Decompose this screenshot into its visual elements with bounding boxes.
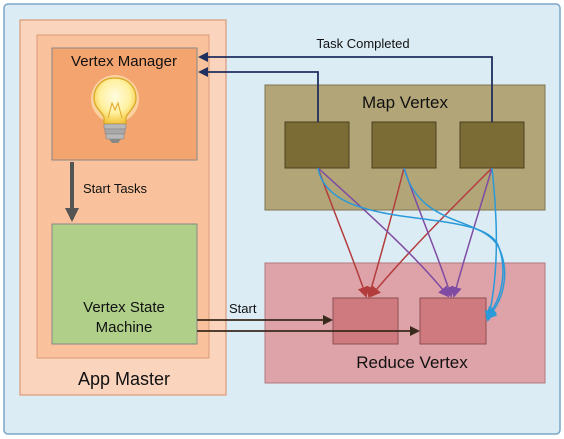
purple-arrow-3 <box>451 167 493 298</box>
blue-arrow-3 <box>484 167 498 322</box>
red-arrow-2 <box>366 167 405 298</box>
start-label: Start <box>229 301 257 316</box>
lightbulb-icon <box>91 75 139 143</box>
vertex-state-machine-label-line2: Machine <box>96 319 153 336</box>
map-task-3 <box>459 121 525 169</box>
map-vertex-label: Map Vertex <box>362 93 448 112</box>
task-completed-arrow-2 <box>198 67 319 122</box>
red-arrow-3 <box>369 167 493 298</box>
task-completed-arrow-1 <box>198 52 493 122</box>
reduce-task-1 <box>332 297 399 345</box>
map-task-1 <box>284 121 350 169</box>
reduce-vertex-label: Reduce Vertex <box>356 353 468 372</box>
app-master-label: App Master <box>78 369 170 389</box>
purple-arrow-1 <box>317 167 450 298</box>
reduce-vertex-box <box>264 262 546 384</box>
vertex-manager-label: Vertex Manager <box>71 53 177 70</box>
start-tasks-label: Start Tasks <box>83 181 148 196</box>
map-task-2 <box>371 121 437 169</box>
vertex-state-machine-box <box>51 223 198 345</box>
task-completed-label: Task Completed <box>316 36 409 51</box>
vertex-state-machine-label-line1: Vertex State <box>83 299 165 316</box>
reduce-task-2 <box>419 297 487 345</box>
